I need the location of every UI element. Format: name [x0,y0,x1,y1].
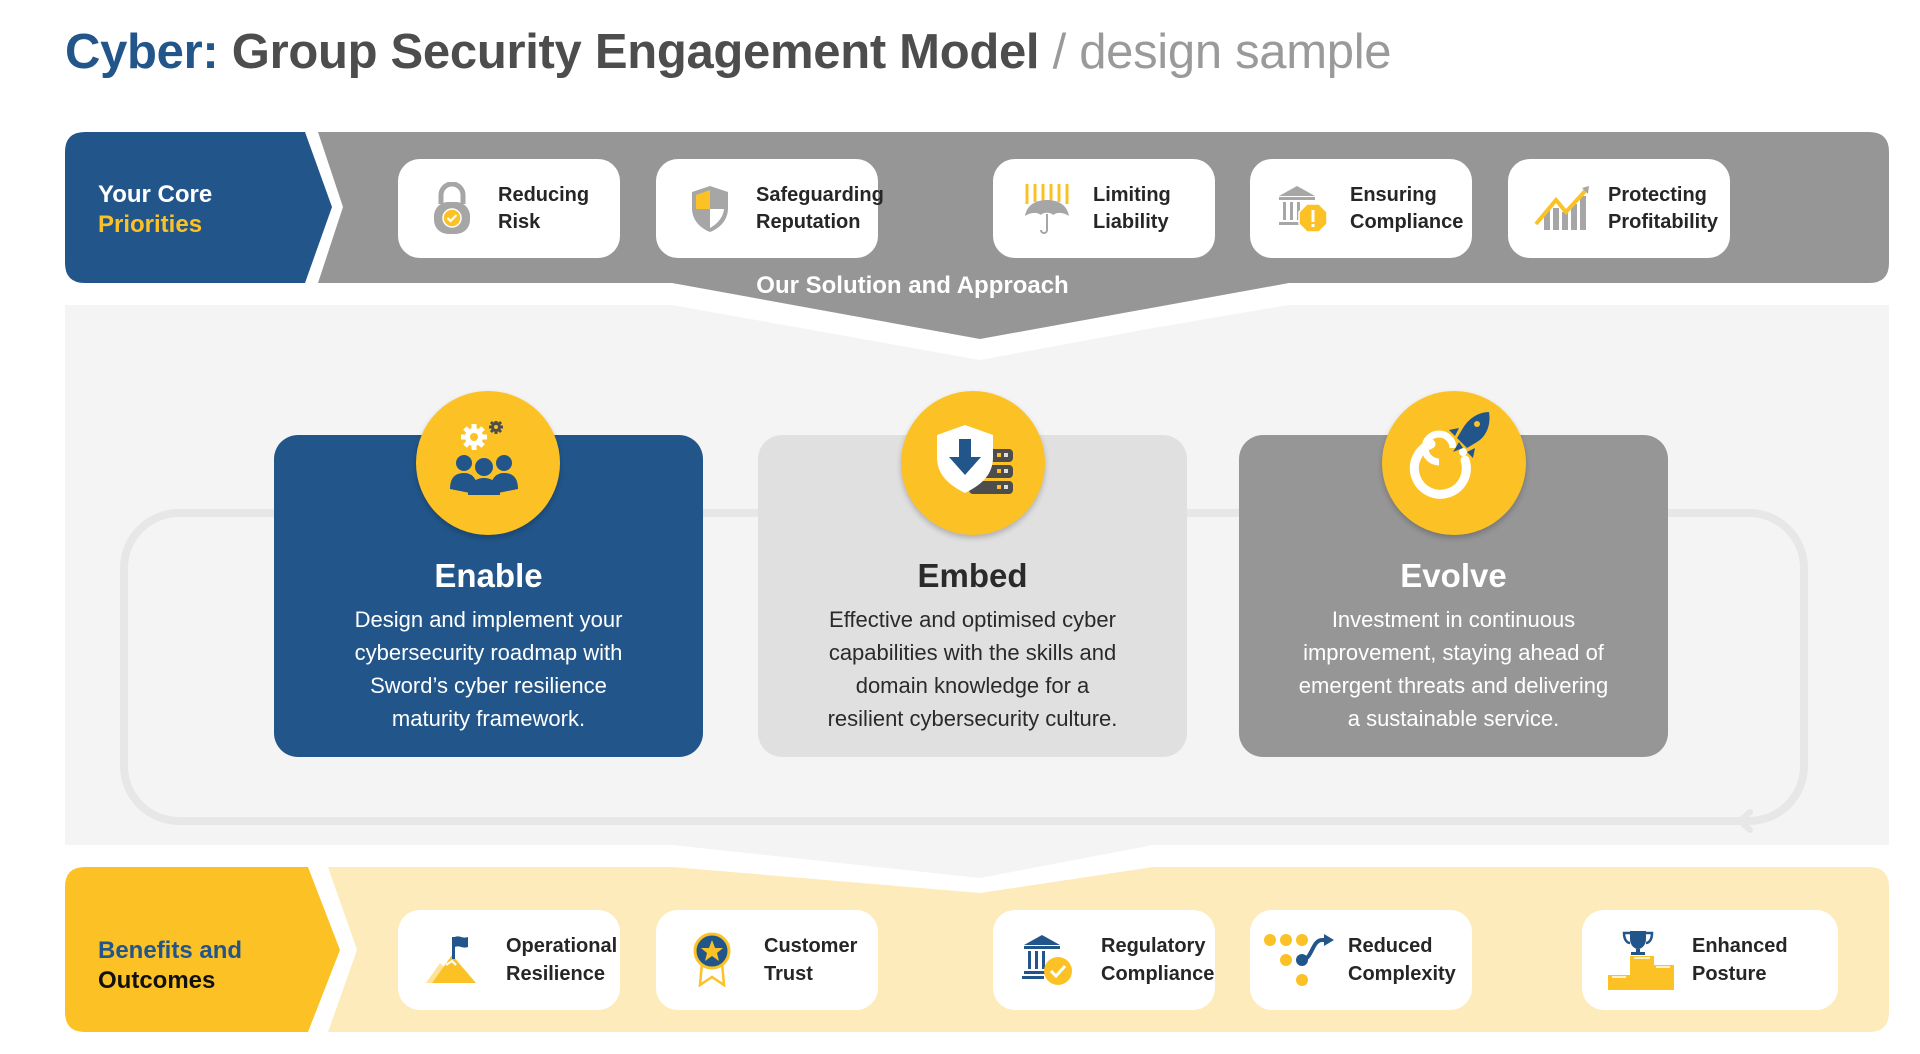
phase-icon-circle-enable [416,391,560,535]
solution-label: Our Solution and Approach [756,272,1069,299]
dots-path-icon [1264,930,1336,990]
benefits-label-chevron [65,867,340,1032]
phase-description-line: improvement, staying ahead of [1303,640,1604,665]
phase-description-line: a sustainable service. [1347,706,1560,731]
benefits-label-line2: Outcomes [98,967,216,994]
priorities-label: Your Core Priorities [98,180,212,240]
mountain-flag-icon [424,930,484,990]
rocket-icon [1409,408,1497,519]
priority-line1: Safeguarding [756,183,884,206]
benefit-line1: Customer [764,935,858,957]
phase-description-line: Effective and optimised cyber [829,607,1116,632]
priority-line2: Profitability [1608,210,1719,233]
benefit-line2: Compliance [1101,963,1215,985]
priority-line1: Ensuring [1350,183,1437,206]
phase-description: Design and implement your cybersecurity … [294,603,683,735]
priority-line1: Reducing [498,183,590,206]
benefits-label: Benefits and Outcomes [98,936,242,996]
title-subtitle: / design sample [1052,25,1392,79]
title-accent: Cyber: [65,25,219,79]
priorities-label-line2: Priorities [98,211,203,238]
phase-title: Embed [917,557,1028,594]
padlock-check-icon [424,181,480,237]
benefit-line1: Reduced [1348,935,1433,957]
benefit-line2: Resilience [506,963,605,985]
title-main: Group Security Engagement Model [231,25,1040,79]
phase-description-line: Design and implement your [354,607,623,632]
benefit-line2: Posture [1692,963,1767,985]
phase-description-line: capabilities with the skills and [828,640,1117,665]
benefit-line1: Regulatory [1101,935,1206,957]
phase-title: Enable [434,557,543,594]
bank-warning-icon [1276,181,1332,237]
benefits-label-line1: Benefits and [98,937,243,964]
phase-description: Investment in continuous improvement, st… [1259,603,1648,735]
priorities-label-line1: Your Core [98,181,213,208]
benefit-line1: Enhanced [1692,935,1788,957]
priority-line2: Liability [1093,210,1169,233]
priorities-label-chevron [65,132,332,283]
benefit-line2: Trust [764,963,813,985]
phase-description-line: cybersecurity roadmap with [354,640,623,665]
priority-line2: Compliance [1350,210,1464,233]
priority-line2: Reputation [756,210,861,233]
phase-icon-circle-embed [901,391,1045,535]
cycle-arrow-icon [1737,809,1753,833]
phase-description-line: Investment in continuous [1331,607,1576,632]
page-title: Cyber: Group Security Engagement Model /… [65,24,1392,80]
team-gears-icon [448,419,528,506]
phase-description-line: resilient cybersecurity culture. [827,706,1118,731]
umbrella-icon [1019,181,1075,237]
priority-line2: Risk [498,210,541,233]
phase-icon-circle-evolve [1382,391,1526,535]
award-ribbon-icon [682,930,742,990]
bank-check-icon [1019,930,1079,990]
shield-server-icon [931,423,1015,504]
phase-description-line: domain knowledge for a [855,673,1090,698]
phase-title: Evolve [1400,557,1507,594]
phase-description-line: maturity framework. [391,706,586,731]
trophy-podium-icon [1608,930,1674,990]
phase-description: Effective and optimised cyber capabiliti… [778,603,1167,735]
benefit-line2: Complexity [1348,963,1456,985]
priority-line1: Limiting [1093,183,1171,206]
priority-line1: Protecting [1608,183,1707,206]
growth-chart-icon [1534,181,1590,237]
benefit-line1: Operational [506,935,618,957]
phase-description-line: Sword’s cyber resilience [370,673,607,698]
phase-description-line: emergent threats and delivering [1298,673,1609,698]
shield-icon [682,181,738,237]
